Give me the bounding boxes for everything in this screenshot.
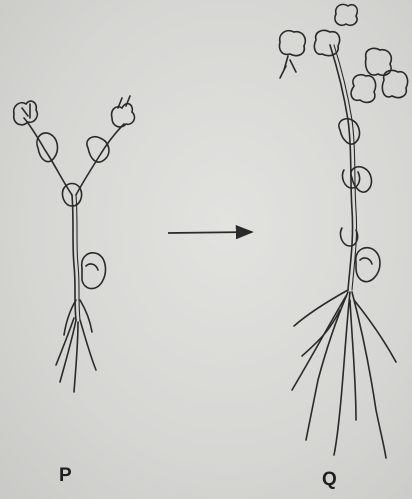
seedling-p-cotyledon: [37, 133, 58, 162]
seedling-p: [14, 96, 135, 392]
growth-arrow: [168, 232, 252, 233]
seedling-q-leaf: [335, 4, 357, 25]
seedling-q-stem: [330, 45, 353, 290]
seedling-q-leaf: [351, 75, 375, 103]
seedling-q-leaf: [279, 31, 305, 56]
seedling-p-seed: [82, 253, 106, 289]
seedling-q-seed: [356, 248, 380, 282]
label-p: P: [59, 465, 72, 487]
seedling-p-branch-left: [24, 118, 72, 195]
label-q: Q: [322, 469, 337, 491]
seedling-p-branch-right: [76, 124, 124, 195]
seedling-q: [279, 4, 407, 458]
seedling-p-leaf: [112, 104, 135, 127]
